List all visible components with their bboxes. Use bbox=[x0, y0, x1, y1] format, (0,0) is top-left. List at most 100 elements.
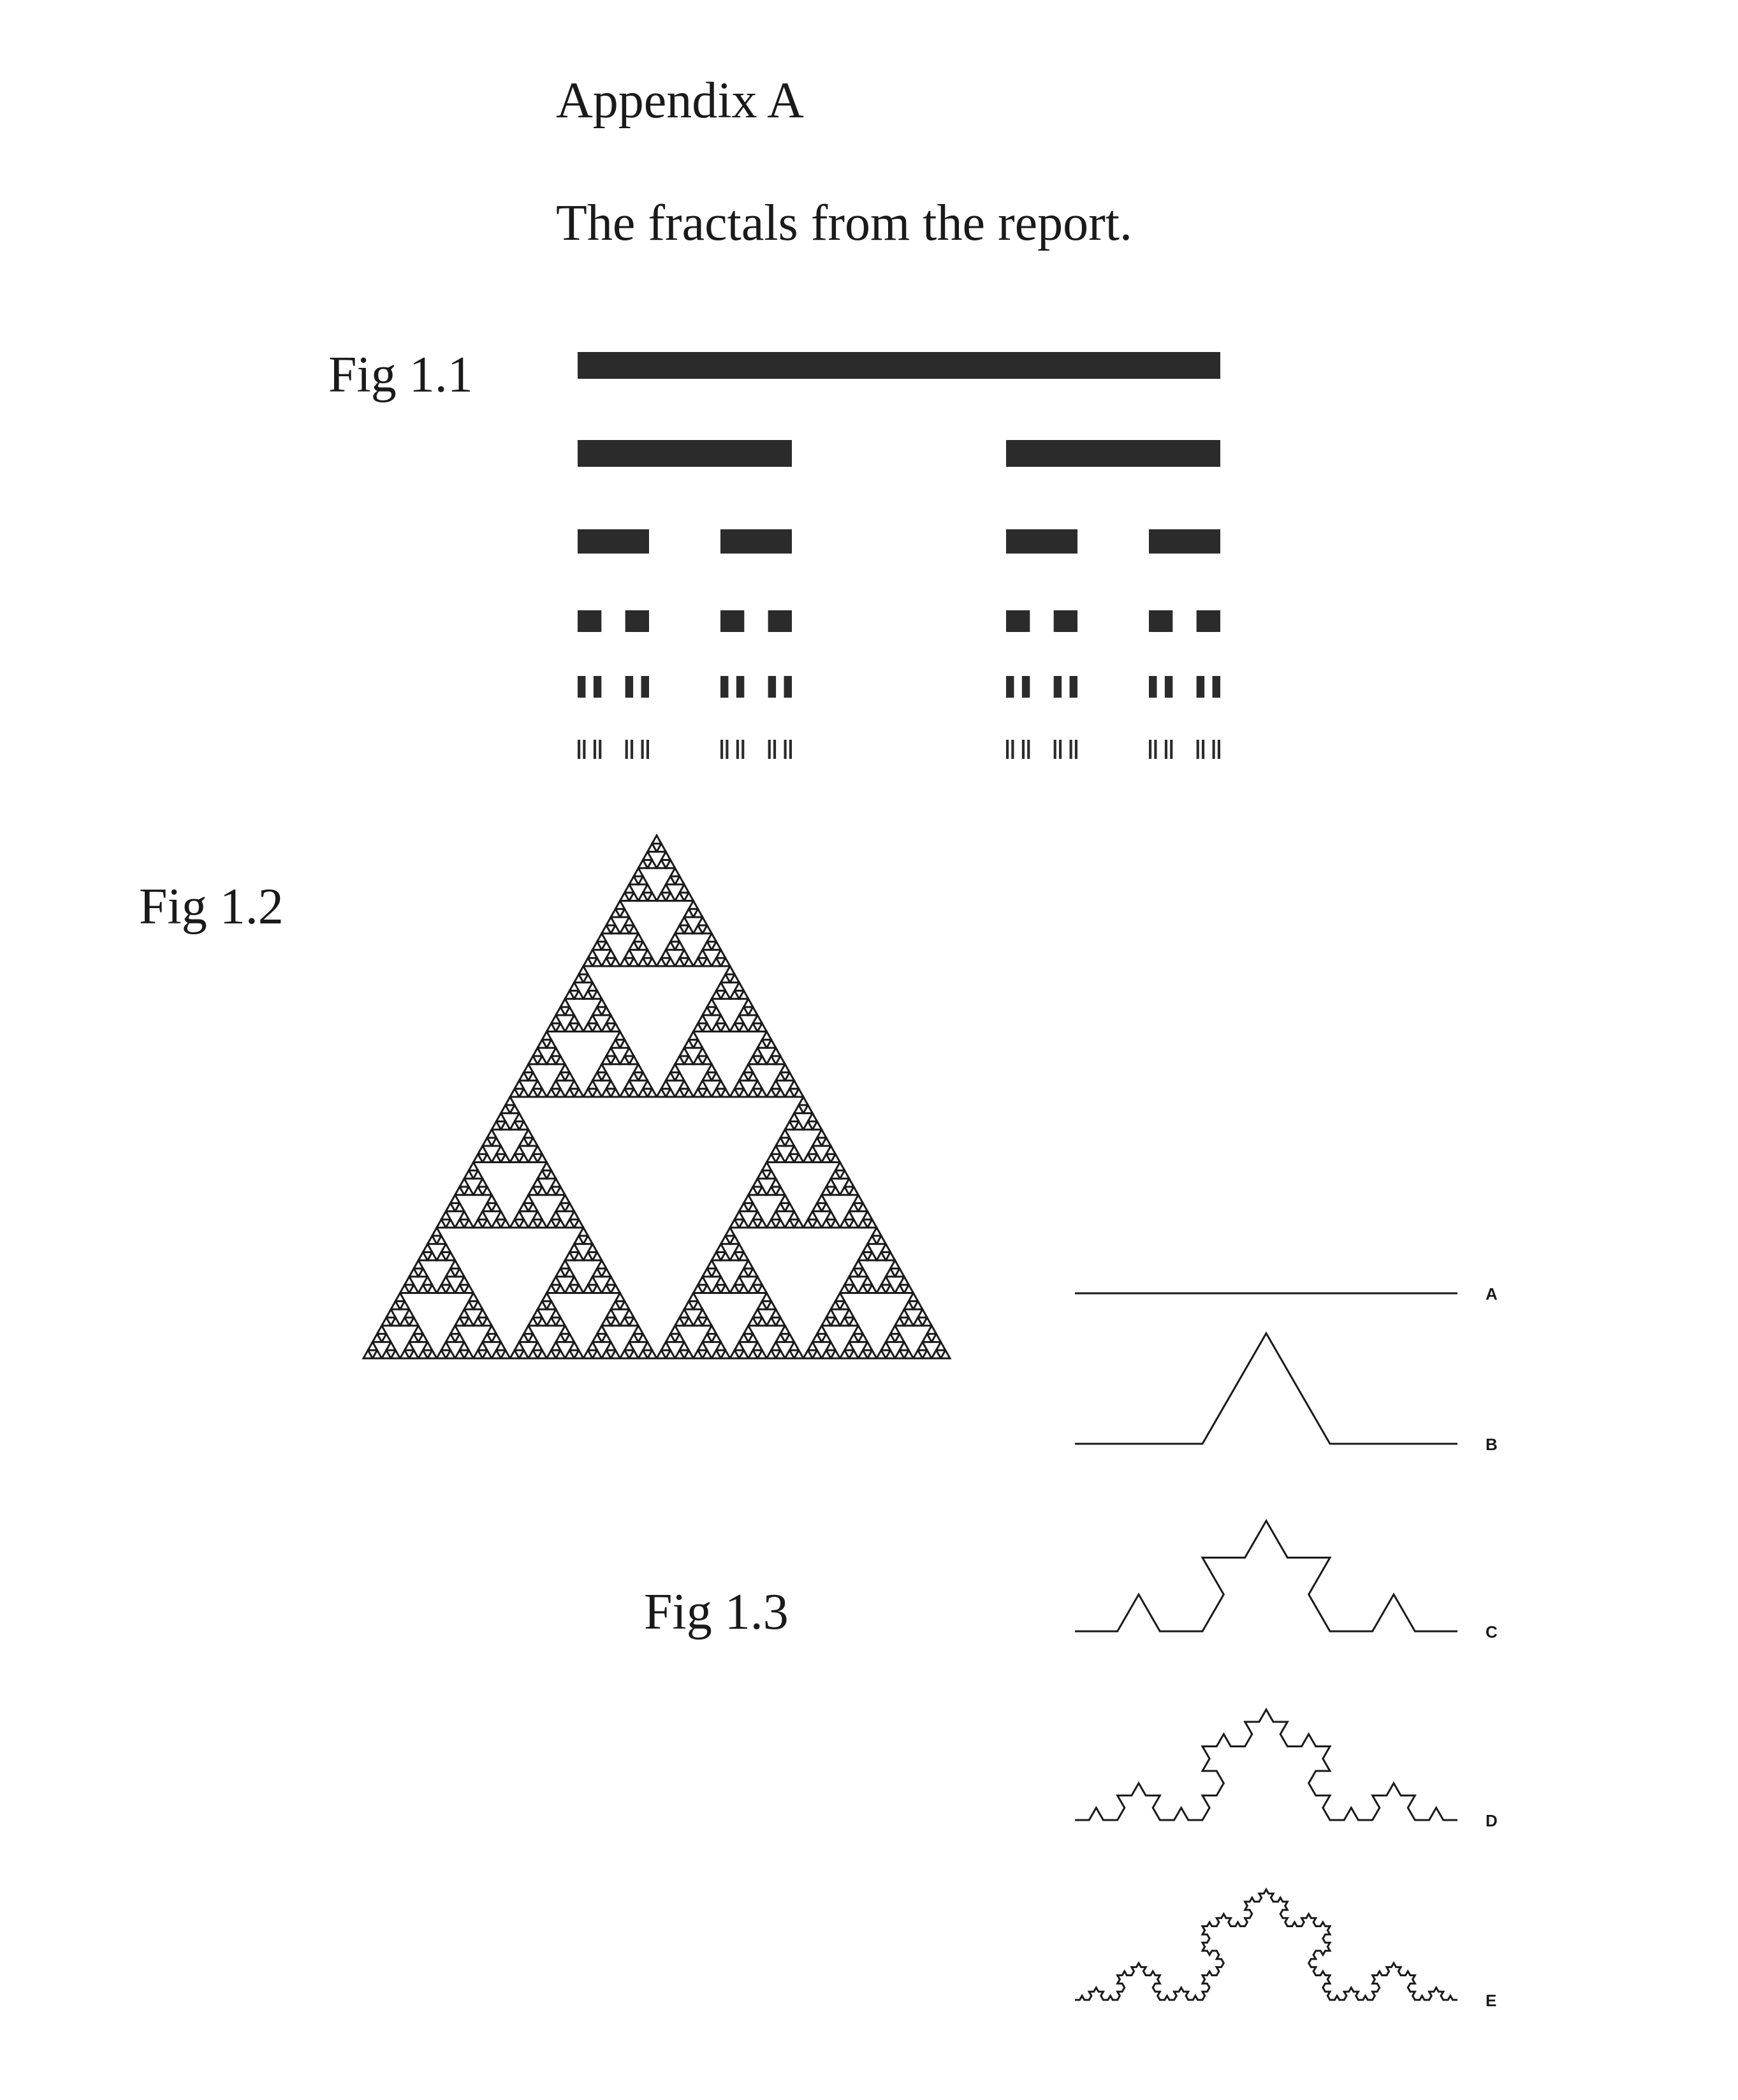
cantor-segment-level-4 bbox=[784, 676, 792, 698]
sierpinski-triangle bbox=[760, 1160, 773, 1171]
cantor-segment-level-5 bbox=[1212, 740, 1215, 759]
sierpinski-triangle bbox=[696, 1340, 709, 1351]
sierpinski-triangle bbox=[600, 1054, 613, 1066]
sierpinski-triangle bbox=[636, 1070, 650, 1082]
sierpinski-triangle bbox=[875, 1348, 887, 1360]
sierpinski-triangle bbox=[719, 1233, 732, 1245]
sierpinski-triangle bbox=[476, 1177, 489, 1188]
sierpinski-triangle bbox=[898, 1340, 910, 1351]
sierpinski-triangle bbox=[783, 1217, 796, 1229]
sierpinski-triangle bbox=[581, 1021, 594, 1032]
sierpinski-triangle bbox=[646, 1087, 659, 1098]
sierpinski-triangle bbox=[682, 890, 696, 902]
fig-1-3-label: Fig 1.3 bbox=[644, 1584, 789, 1640]
sierpinski-triangle bbox=[770, 1307, 782, 1319]
sierpinski-triangle bbox=[756, 1021, 769, 1032]
sierpinski-triangle bbox=[389, 1299, 402, 1311]
sierpinski-triangle bbox=[527, 1217, 539, 1229]
sierpinski-triangle bbox=[774, 1348, 787, 1360]
sierpinski-triangle bbox=[641, 948, 654, 959]
sierpinski-triangle bbox=[655, 1348, 668, 1360]
sierpinski-triangle bbox=[627, 939, 640, 951]
sierpinski-triangle bbox=[499, 1103, 512, 1115]
sierpinski-triangle bbox=[764, 1087, 778, 1098]
sierpinski-triangle bbox=[838, 1299, 851, 1311]
sierpinski-triangle bbox=[829, 1315, 842, 1327]
cantor-segment-level-2 bbox=[1149, 529, 1220, 554]
sierpinski-triangle bbox=[792, 1103, 805, 1115]
sierpinski-triangle bbox=[701, 1348, 713, 1360]
sierpinski-triangle bbox=[444, 1250, 457, 1261]
sierpinski-triangle bbox=[380, 1332, 393, 1343]
sierpinski-triangle bbox=[540, 1291, 553, 1302]
sierpinski-triangle bbox=[737, 1250, 750, 1261]
sierpinski-triangle bbox=[806, 1209, 819, 1221]
sierpinski-triangle bbox=[792, 1087, 805, 1098]
sierpinski-triangle bbox=[563, 1266, 576, 1278]
sierpinski-triangle bbox=[595, 1258, 608, 1270]
cantor-segment-level-5 bbox=[1196, 740, 1199, 759]
cantor-segment-level-4 bbox=[641, 676, 649, 698]
sierpinski-triangle bbox=[623, 1307, 636, 1319]
sierpinski-triangle bbox=[783, 1119, 796, 1131]
sierpinski-triangle bbox=[737, 1021, 750, 1032]
sierpinski-triangle bbox=[934, 1340, 947, 1351]
sierpinski-triangle bbox=[833, 1160, 847, 1171]
sierpinski-triangle bbox=[747, 1332, 759, 1343]
sierpinski-triangle bbox=[911, 1299, 924, 1311]
cantor-segment-level-4 bbox=[1053, 676, 1062, 698]
sierpinski-triangle bbox=[435, 1233, 448, 1245]
sierpinski-triangle bbox=[627, 1332, 640, 1343]
sierpinski-triangle bbox=[618, 1087, 631, 1098]
cantor-segment-level-4 bbox=[593, 676, 602, 698]
cantor-segment-level-5 bbox=[1149, 740, 1152, 759]
sierpinski-triangle bbox=[370, 1348, 384, 1360]
sierpinski-triangle bbox=[627, 956, 640, 967]
sierpinski-triangle bbox=[604, 915, 617, 927]
cantor-segment-level-5 bbox=[583, 740, 586, 759]
sierpinski-triangle bbox=[590, 1250, 604, 1261]
sierpinski-triangle bbox=[361, 1348, 374, 1360]
sierpinski-triangle bbox=[783, 1152, 796, 1163]
sierpinski-triangle bbox=[787, 1143, 801, 1156]
sierpinski-triangle bbox=[724, 964, 736, 976]
sierpinski-triangle bbox=[613, 1029, 627, 1041]
sierpinski-triangle bbox=[439, 1340, 453, 1351]
sierpinski-triangle bbox=[764, 1299, 778, 1311]
sierpinski-triangle bbox=[536, 1217, 549, 1229]
sierpinski-triangle bbox=[554, 1282, 567, 1294]
sierpinski-triangle bbox=[563, 1217, 576, 1229]
sierpinski-triangle bbox=[728, 1233, 741, 1245]
sierpinski-triangle bbox=[531, 1307, 544, 1319]
sierpinski-triangle bbox=[747, 1070, 759, 1082]
sierpinski-triangle bbox=[595, 931, 608, 943]
sierpinski-triangle bbox=[426, 1250, 439, 1261]
sierpinski-triangle bbox=[893, 1348, 906, 1360]
koch-curve-label-b: B bbox=[1486, 1435, 1498, 1454]
sierpinski-triangle bbox=[531, 1177, 544, 1188]
sierpinski-triangle bbox=[544, 1087, 558, 1098]
cantor-segment-level-5 bbox=[1069, 740, 1072, 759]
sierpinski-triangle bbox=[714, 1274, 727, 1286]
sierpinski-triangle bbox=[843, 1209, 856, 1221]
sierpinski-triangle bbox=[678, 882, 690, 894]
sierpinski-triangle bbox=[517, 1217, 530, 1229]
sierpinski-triangle bbox=[673, 923, 686, 935]
sierpinski-triangle bbox=[559, 1323, 571, 1335]
sierpinski-triangle bbox=[852, 1193, 865, 1205]
sierpinski-triangle bbox=[687, 1291, 700, 1302]
sierpinski-triangle bbox=[481, 1152, 493, 1163]
sierpinski-triangle bbox=[527, 1070, 539, 1082]
sierpinski-triangle bbox=[595, 1323, 608, 1335]
sierpinski-triangle bbox=[600, 1282, 613, 1294]
sierpinski-triangle bbox=[623, 915, 636, 927]
sierpinski-triangle bbox=[682, 907, 696, 918]
sierpinski-triangle bbox=[815, 1323, 828, 1335]
sierpinski-triangle bbox=[554, 1315, 567, 1327]
sierpinski-triangle bbox=[682, 1054, 696, 1066]
sierpinski-triangle bbox=[407, 1282, 420, 1294]
sierpinski-triangle bbox=[567, 1242, 581, 1253]
sierpinski-triangle bbox=[774, 1184, 787, 1196]
sierpinski-triangle bbox=[820, 1348, 833, 1360]
sierpinski-triangle bbox=[604, 1078, 617, 1090]
